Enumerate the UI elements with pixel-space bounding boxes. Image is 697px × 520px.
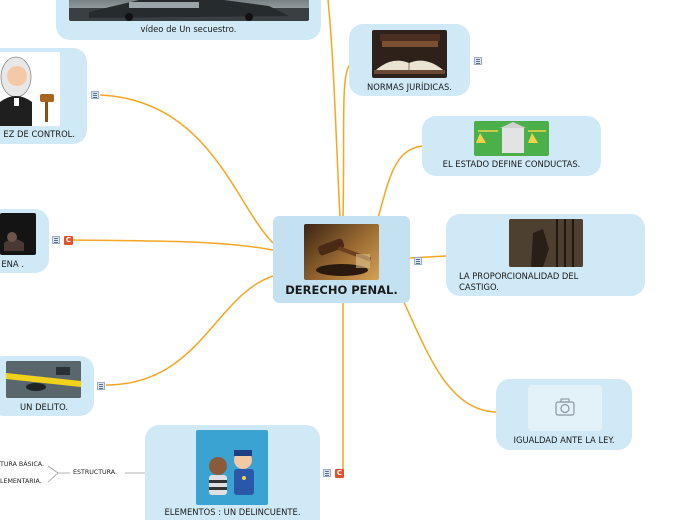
- node-elementos[interactable]: ELEMENTOS : UN DELINCUENTE.: [145, 425, 320, 520]
- link-delito: [105, 275, 274, 386]
- node-video-label: vídeo de Un secuestro.: [140, 24, 237, 34]
- camera-icon: [555, 398, 575, 416]
- central-node[interactable]: DERECHO PENAL.: [273, 216, 410, 303]
- justice-scales-image: [474, 121, 549, 156]
- node-elementos-label: ELEMENTOS : UN DELINCUENTE.: [164, 507, 301, 517]
- node-juez[interactable]: EZ DE CONTROL.: [0, 48, 87, 144]
- node-igualdad-label: IGUALDAD ANTE LA LEY.: [513, 435, 615, 445]
- node-delito[interactable]: UN DELITO.: [0, 356, 94, 416]
- c-badge[interactable]: C: [64, 236, 73, 245]
- node-igualdad[interactable]: IGUALDAD ANTE LA LEY.: [496, 379, 632, 450]
- node-estado[interactable]: EL ESTADO DEFINE CONDUCTAS.: [422, 116, 601, 176]
- link-estado: [377, 145, 423, 219]
- dark-scene-image: [0, 213, 36, 255]
- link-igualdad: [402, 299, 497, 413]
- subnode-elemental[interactable]: LEMENTARIA.: [0, 478, 42, 485]
- police-thief-image: [196, 430, 268, 505]
- notes-icon[interactable]: [414, 257, 422, 265]
- notes-icon[interactable]: [323, 469, 331, 477]
- link-elemental: [47, 472, 59, 483]
- subnode-estructura[interactable]: ESTRUCTURA.: [73, 469, 117, 476]
- node-estado-label: EL ESTADO DEFINE CONDUCTAS.: [442, 159, 581, 169]
- books-image: [372, 30, 447, 78]
- c-badge[interactable]: C: [335, 469, 344, 478]
- node-video[interactable]: vídeo de Un secuestro.: [56, 0, 321, 40]
- prison-bars-image: [509, 219, 583, 267]
- node-juez-label: EZ DE CONTROL.: [3, 129, 75, 139]
- image-placeholder[interactable]: [528, 385, 602, 431]
- central-node-label: DERECHO PENAL.: [285, 283, 398, 297]
- notes-icon[interactable]: [97, 382, 105, 390]
- node-pena-label: ENA .: [1, 259, 24, 269]
- node-proporcionalidad-label: LA PROPORCIONALIDAD DEL: [459, 271, 579, 281]
- judge-image: [0, 52, 60, 126]
- crime-scene-image: [6, 361, 81, 398]
- node-delito-label: UN DELITO.: [20, 402, 68, 412]
- notes-icon[interactable]: [474, 57, 482, 65]
- link-basica: [47, 465, 70, 474]
- notes-icon[interactable]: [52, 236, 60, 244]
- node-normas[interactable]: NORMAS JURÍDICAS.: [349, 24, 470, 96]
- gavel-image: [304, 224, 379, 280]
- link-video: [327, 0, 341, 219]
- video-thumbnail[interactable]: [69, 0, 309, 21]
- node-proporcionalidad[interactable]: LA PROPORCIONALIDAD DEL CASTIGO.: [446, 214, 645, 296]
- notes-icon[interactable]: [91, 91, 99, 99]
- link-normas: [342, 61, 353, 219]
- link-pena: [71, 239, 274, 251]
- link-juez: [99, 94, 274, 244]
- node-normas-label: NORMAS JURÍDICAS.: [367, 82, 452, 92]
- node-pena[interactable]: ENA .: [0, 209, 49, 273]
- node-proporcionalidad-label-2: CASTIGO.: [459, 282, 499, 292]
- subnode-basica[interactable]: TURA BÁSICA.: [0, 461, 44, 468]
- car-scene-image: [69, 0, 309, 21]
